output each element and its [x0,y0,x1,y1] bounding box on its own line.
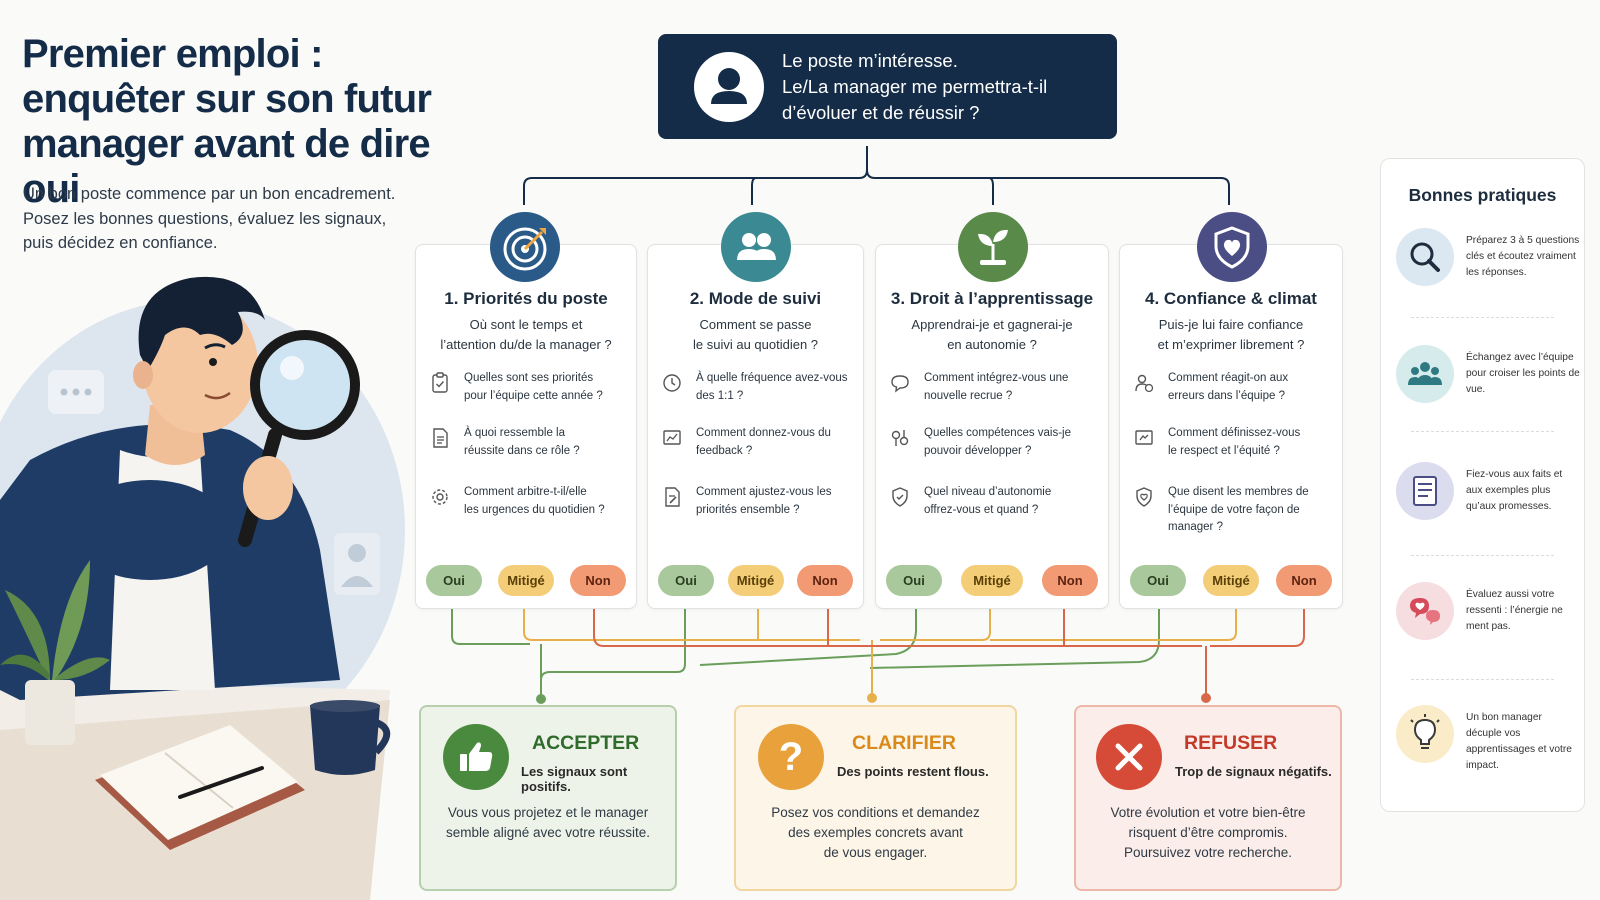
outcome-body: Vous vous projetez et le manager semble … [445,805,651,840]
page-title: Premier emploi : enquêter sur son futur … [22,32,432,211]
best-practice-text: Évaluez aussi votre ressenti : l’énergie… [1466,589,1563,632]
question-text: Comment réagit-on aux erreurs dans l’équ… [1168,372,1289,402]
lightbulb-icon [1396,705,1454,763]
outcome-subtitle: Trop de signaux négatifs. [1175,764,1332,779]
question-item: Comment ajustez-vous les priorités ensem… [660,484,855,519]
no-button[interactable]: Non [797,565,853,596]
question-item: Comment réagit-on aux erreurs dans l’équ… [1132,370,1334,405]
card-title: 1. Priorités du poste [444,289,608,308]
heart-chat-icon [1396,582,1454,640]
mixed-button[interactable]: Mitigé [727,565,784,596]
target-icon [490,212,560,282]
main-question-text: Le poste m’intéresse. Le/La manager me p… [782,50,1048,123]
skills-icon [891,430,909,446]
yes-button[interactable]: Oui [1130,565,1186,596]
mixed-button[interactable]: Mitigé [498,565,554,596]
outcome-refuse: REFUSER Trop de signaux négatifs. Votre … [1074,705,1342,891]
outcome-title: ACCEPTER [532,732,640,754]
mixed-button[interactable]: Mitigé [1203,565,1259,596]
yes-button[interactable]: Oui [426,565,482,596]
card-subtitle: Puis-je lui faire confiance et m’exprime… [1157,317,1305,352]
card-title: 2. Mode de suivi [689,289,822,308]
card-subtitle: Apprendrai-je et gagnerai-je en autonomi… [911,317,1073,352]
question-text: Comment intégrez-vous une nouvelle recru… [924,372,1069,402]
outcome-accept: ACCEPTER Les signaux sont positifs. Vous… [419,705,677,891]
thumbs-up-icon [443,724,509,790]
question-text: Comment donnez-vous du feedback ? [696,427,831,457]
shield-heart-icon [1197,212,1267,282]
outcome-title: REFUSER [1184,732,1278,754]
chart-board-icon [663,430,681,445]
outcome-body: Votre évolution et votre bien-être risqu… [1110,805,1306,860]
close-icon [1096,724,1162,790]
no-button[interactable]: Non [570,565,626,596]
yes-button[interactable]: Oui [886,565,942,596]
checklist-icon [1396,462,1454,520]
outcome-subtitle: Des points restent flous. [837,764,989,779]
question-item: Quelles compétences vais-je pouvoir déve… [888,425,1100,460]
criterion-card-priorities: 1. Priorités du poste Où sont le temps e… [415,212,637,609]
question-item: Que disent les membres de l’équipe de vo… [1132,484,1334,537]
question-text: Quel niveau d’autonomie offrez-vous et q… [924,486,1052,516]
outcome-subtitle: Les signaux sont positifs. [521,764,628,794]
best-practices-panel: Bonnes pratiques Préparez 3 à 5 question… [1380,158,1585,812]
clipboard-check-icon [432,372,448,393]
best-practice-text: Préparez 3 à 5 questions clés et écoutez… [1466,235,1580,278]
heart-shield-icon [1136,487,1152,507]
question-text: À quoi ressemble la réussite dans ce rôl… [464,427,580,457]
question-item: Quel niveau d’autonomie offrez-vous et q… [888,484,1100,519]
question-text: À quelle fréquence avez-vous des 1:1 ? [696,372,848,402]
mixed-button[interactable]: Mitigé [961,565,1023,596]
person-alert-icon [1135,374,1154,393]
question-item: Comment arbitre-t-il/elle les urgences d… [428,484,628,519]
outcome-body: Posez vos conditions et demandez des exe… [771,805,980,860]
card-title: 4. Confiance & climat [1145,289,1317,308]
question-text: Comment ajustez-vous les priorités ensem… [696,486,832,516]
question-mark-icon: ? [758,724,824,790]
person-with-magnifier-illustration [0,276,405,900]
yes-button[interactable]: Oui [658,565,714,596]
criterion-card-learning: 3. Droit à l’apprentissage Apprendrai-je… [875,212,1109,609]
main-question-box: Le poste m’intéresse. Le/La manager me p… [658,34,1117,139]
question-text: Quelles sont ses priorités pour l’équipe… [464,372,603,402]
people-icon [721,212,791,282]
document-edit-icon [665,487,680,507]
criterion-card-trust: 4. Confiance & climat Puis-je lui faire … [1119,212,1343,609]
question-text: Que disent les membres de l’équipe de vo… [1168,486,1309,533]
best-practice-text: Fiez-vous aux faits et aux exemples plus… [1466,469,1563,512]
shield-check-icon [892,487,908,507]
outcome-title: CLARIFIER [852,732,956,754]
question-item: Comment intégrez-vous une nouvelle recru… [888,370,1100,405]
page-subtitle: Un bon poste commence par un bon encadre… [23,185,396,252]
sprout-icon [958,212,1028,282]
question-item: Quelles sont ses priorités pour l’équipe… [428,370,628,405]
best-practice-text: Un bon manager décuple vos apprentissage… [1466,712,1572,771]
search-icon [1396,228,1454,286]
card-subtitle: Où sont le temps et l’attention du/de la… [440,317,612,352]
question-text: Comment définissez-vous le respect et l’… [1168,427,1301,457]
user-icon [694,52,764,122]
question-item: Comment donnez-vous du feedback ? [660,425,855,460]
svg-text:?: ? [779,735,803,779]
question-item: À quoi ressemble la réussite dans ce rôl… [428,425,628,460]
best-practices-title: Bonnes pratiques [1408,185,1557,205]
card-title: 3. Droit à l’apprentissage [890,289,1094,308]
question-text: Quelles compétences vais-je pouvoir déve… [924,427,1072,457]
criterion-card-follow-up: 2. Mode de suivi Comment se passe le sui… [647,212,864,609]
question-item: Comment définissez-vous le respect et l’… [1132,425,1334,460]
gear-icon [432,489,448,505]
question-item: À quelle fréquence avez-vous des 1:1 ? [660,370,855,405]
question-text: Comment arbitre-t-il/elle les urgences d… [464,486,605,516]
card-subtitle: Comment se passe le suivi au quotidien ? [692,317,819,352]
best-practice-text: Échangez avec l’équipe pour croiser les … [1466,352,1580,395]
team-icon [1396,345,1454,403]
no-button[interactable]: Non [1276,565,1332,596]
document-icon [433,428,448,448]
clock-icon [663,374,681,392]
speech-bubble-icon [891,375,909,393]
outcome-clarify: ? CLARIFIER Des points restent flous. Po… [734,705,1017,891]
no-button[interactable]: Non [1042,565,1098,596]
balance-board-icon [1135,430,1153,445]
